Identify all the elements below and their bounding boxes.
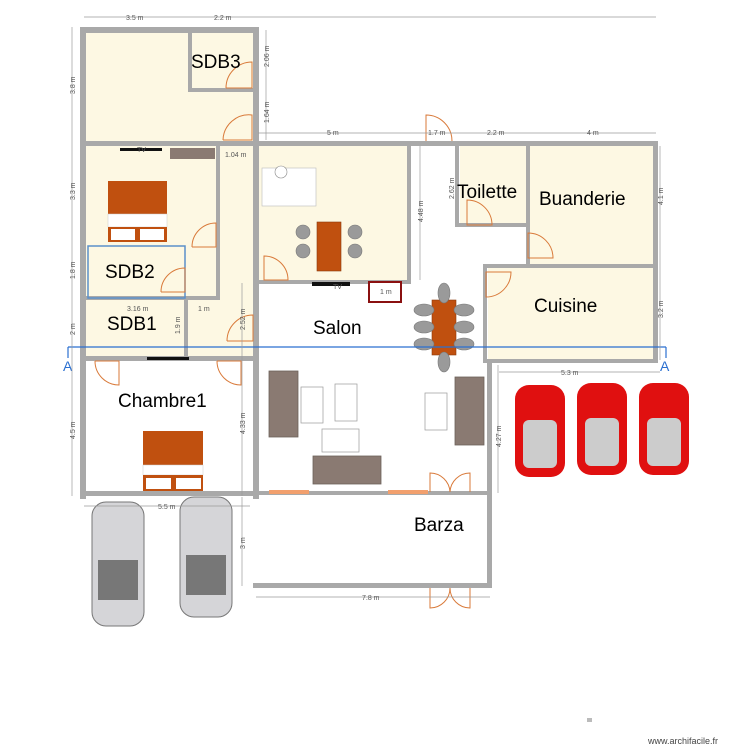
red-car-icon: [515, 385, 565, 477]
dim-label: 3.8 m: [70, 76, 77, 94]
door-icon: [216, 360, 242, 386]
window-icon: [388, 490, 428, 494]
red-car-icon: [639, 383, 689, 475]
tv-label: TV: [333, 284, 342, 291]
sofa-icon: [454, 376, 485, 446]
dim-label: 1.64 m: [264, 101, 271, 123]
dining-table-icon: [316, 221, 342, 272]
dim-label: 1.9 m: [175, 316, 182, 334]
door-icon: [222, 114, 253, 141]
dim-label: 2.62 m: [449, 177, 456, 199]
grey-car-icon: [91, 501, 145, 627]
dresser-icon: [170, 148, 215, 159]
red-car-icon: [577, 383, 627, 475]
room-label-sdb1: SDB1: [107, 314, 157, 335]
dimension-labels: 3.5 m 2.2 m 3.8 m 3.3 m 1.8 m 2 m 4.5 m …: [70, 15, 665, 602]
double-door-icon: [429, 472, 471, 493]
door-icon: [466, 199, 493, 226]
tv-icon: [312, 282, 350, 286]
window-icon: [269, 490, 309, 494]
door-icon: [225, 61, 253, 89]
dim-label: 5.5 m: [158, 504, 176, 511]
dim-label: 2.06 m: [264, 45, 271, 67]
desk-icon: [261, 167, 317, 207]
dim-label: 3.16 m: [127, 306, 149, 313]
door-icon: [226, 314, 254, 342]
room-label-chambre1: Chambre1: [118, 391, 207, 412]
sofa-icon: [268, 370, 299, 438]
dim-label: 2.2 m: [214, 15, 232, 22]
marker-icon: [587, 718, 592, 722]
room-label-toilette: Toilette: [457, 182, 517, 203]
section-label-right: A: [660, 358, 670, 374]
room-cuisine: [488, 268, 653, 360]
door-icon: [160, 267, 186, 293]
bed-icon: [143, 431, 203, 465]
dim-label: 4.1 m: [658, 187, 665, 205]
section-label-left: A: [63, 358, 73, 374]
chair-icon: [274, 165, 288, 179]
room-labels: SDB3 SDB2 SDB1 Chambre1 Salon Toilette B…: [105, 52, 626, 536]
dim-label: 3 m: [240, 537, 247, 549]
entry-door-icon: [425, 114, 453, 142]
door-icon: [191, 222, 217, 248]
doors: [94, 61, 554, 609]
dim-label: 1 m: [198, 306, 210, 313]
dim-label: 1.8 m: [70, 261, 77, 279]
dim-label: 1.04 m: [225, 152, 247, 159]
section-line: A A: [63, 346, 670, 374]
door-icon: [527, 232, 554, 259]
tv-label: TV: [137, 147, 146, 154]
dim-label: 2.2 m: [487, 130, 505, 137]
tv-icon: [120, 148, 162, 151]
watermark: www.archifacile.fr: [647, 736, 718, 746]
grey-car-icon: [179, 496, 233, 618]
room-label-buanderie: Buanderie: [539, 189, 626, 210]
dim-label: 5 m: [327, 130, 339, 137]
dim-label: 7.8 m: [362, 595, 380, 602]
room-label-barza: Barza: [414, 515, 464, 536]
room-label-cuisine: Cuisine: [534, 296, 597, 317]
dim-label: 4.33 m: [240, 412, 247, 434]
dim-label: 5.3 m: [561, 370, 579, 377]
dim-label: 4 m: [587, 130, 599, 137]
cabinet-dim: 1 m: [380, 289, 392, 296]
cabinet-icon: [368, 281, 402, 303]
room-label-sdb3: SDB3: [191, 52, 241, 73]
sofa-icon: [312, 455, 382, 485]
dim-label: 3.2 m: [658, 300, 665, 318]
dim-label: 3.3 m: [70, 182, 77, 200]
dim-label: 4.48 m: [418, 200, 425, 222]
double-door-icon: [429, 587, 471, 609]
door-icon: [263, 255, 289, 281]
room-toilette: [460, 146, 526, 224]
room-fills: [86, 33, 653, 360]
door-icon: [94, 360, 120, 386]
room-buanderie: [530, 146, 653, 264]
cars: [91, 383, 689, 627]
dim-label: 2.52 m: [240, 308, 247, 330]
dim-label: 1.7 m: [428, 130, 446, 137]
room-label-sdb2: SDB2: [105, 262, 155, 283]
furniture: TV TV 1 m: [107, 147, 485, 491]
bed-icon: [108, 181, 167, 214]
tv-icon: [147, 357, 189, 360]
door-icon: [485, 271, 512, 298]
room-label-salon: Salon: [313, 318, 362, 339]
dimension-lines: [71, 16, 661, 598]
dim-label: 2 m: [70, 323, 77, 335]
dim-label: 4.27 m: [496, 425, 503, 447]
dim-label: 4.5 m: [70, 421, 77, 439]
dim-label: 3.5 m: [126, 15, 144, 22]
